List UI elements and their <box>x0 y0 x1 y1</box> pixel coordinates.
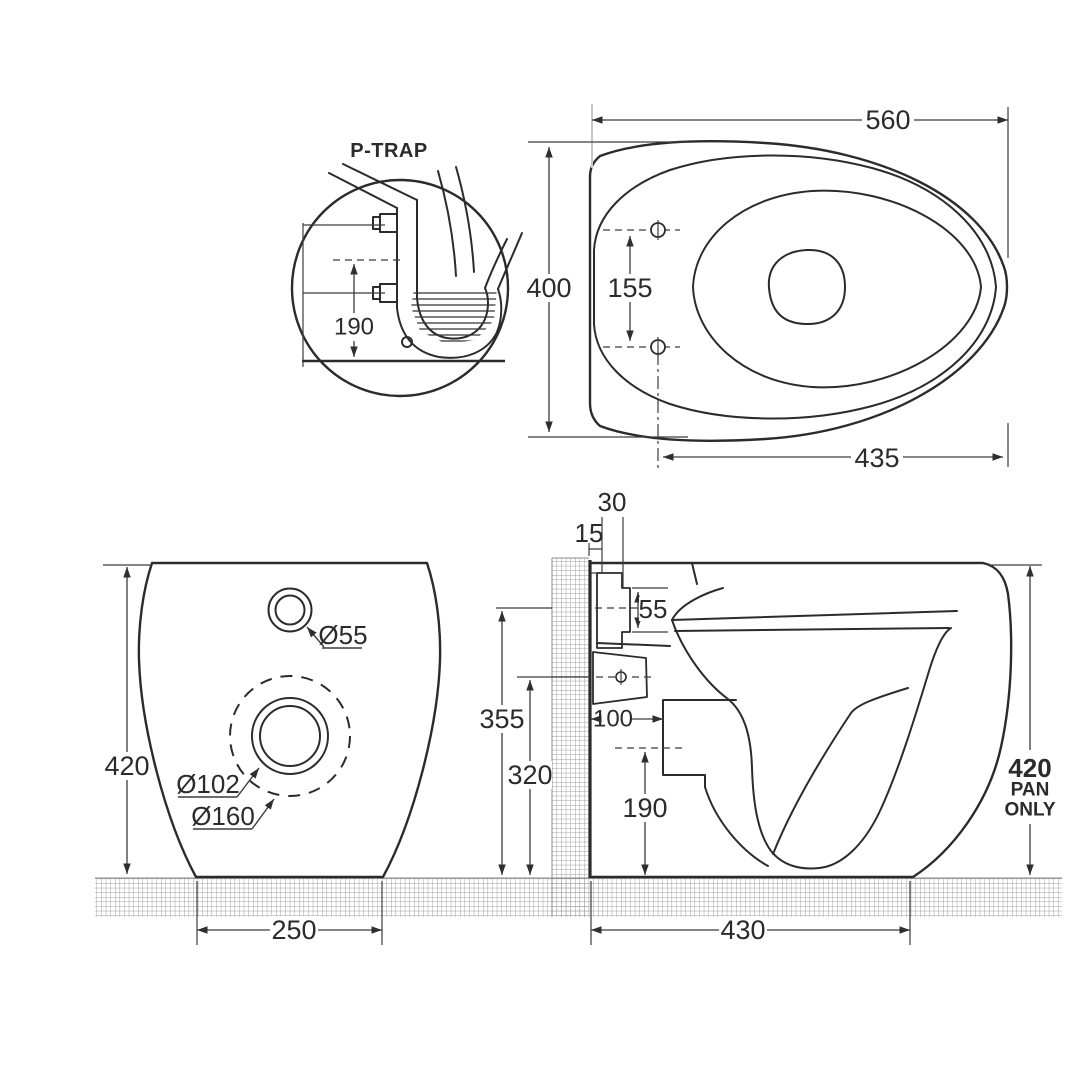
label-recess-dia-text: Ø160 <box>191 801 255 831</box>
dim-355-label: 355 <box>479 704 524 734</box>
side-view: 30 15 55 355 320 100 <box>479 487 1056 945</box>
side-view-pan-outline <box>588 561 1013 879</box>
side-view-bracket <box>592 651 648 705</box>
label-recess-dia: Ø160 <box>191 798 275 831</box>
top-view-pan-outline <box>588 140 1009 442</box>
dim-100: 100 <box>591 706 663 733</box>
dim-250: 250 <box>196 881 383 945</box>
side-view-bowl <box>671 619 952 870</box>
label-inlet-dia-text: Ø55 <box>318 620 367 650</box>
dim-420-rear: 420 <box>103 564 151 874</box>
dim-420-side-label: 420 <box>1008 753 1051 783</box>
dim-435-label: 435 <box>854 443 899 473</box>
label-outlet-dia-text: Ø102 <box>176 769 240 799</box>
top-view-rim-outer <box>593 154 997 420</box>
dim-320: 320 <box>507 680 553 875</box>
dim-15-label: 15 <box>575 518 604 548</box>
dim-400: 400 <box>523 141 688 438</box>
top-view-bowl-rim <box>692 189 982 389</box>
dim-560-label: 560 <box>865 105 910 135</box>
detail-dim-190-label: 190 <box>334 314 374 341</box>
dim-355: 355 <box>479 611 525 875</box>
dim-155: 155 <box>606 236 654 341</box>
dim-420-side: 420 PAN ONLY <box>988 564 1056 875</box>
dim-400-label: 400 <box>526 273 571 303</box>
label-inlet-dia: Ø55 <box>306 620 368 650</box>
rear-outlet-inner <box>259 705 321 767</box>
rear-outlet-outer <box>251 697 329 775</box>
dim-435: 435 <box>663 423 1009 473</box>
ptrap-detail-view: P-TRAP 190 <box>290 140 523 398</box>
rear-inlet-outer <box>267 587 313 633</box>
dim-190-side-label: 190 <box>622 793 667 823</box>
rear-view-pan-outline <box>137 561 442 879</box>
ptrap-title: P-TRAP <box>350 140 427 162</box>
dim-420-rear-label: 420 <box>104 751 149 781</box>
dim-30-label: 30 <box>598 487 627 517</box>
dim-55-label: 55 <box>639 594 668 624</box>
pan-note-line1: PAN <box>1011 780 1050 801</box>
side-view-trap-block <box>662 699 769 867</box>
pan-note-line2: ONLY <box>1004 800 1055 821</box>
ptrap-section <box>302 163 523 367</box>
rear-view: Ø55 Ø102 Ø160 420 250 <box>103 561 442 945</box>
dim-190-side: 190 <box>622 752 668 875</box>
rear-outlet-recess <box>229 675 351 797</box>
dim-155-label: 155 <box>607 273 652 303</box>
dim-30-15: 30 15 <box>575 487 627 588</box>
water-hatch <box>411 292 497 344</box>
top-view-water-spot <box>767 248 846 326</box>
detail-dim-190: 190 <box>334 264 374 357</box>
dim-100-label: 100 <box>593 706 633 733</box>
side-view-trap-weir <box>772 687 909 855</box>
dim-430: 430 <box>590 881 911 945</box>
dim-320-label: 320 <box>507 760 552 790</box>
top-view: 560 400 155 435 <box>523 104 1009 473</box>
dim-560: 560 <box>591 104 1009 258</box>
detail-circle <box>290 178 510 398</box>
label-outlet-dia: Ø102 <box>176 767 260 799</box>
dim-430-label: 430 <box>720 915 765 945</box>
dim-250-label: 250 <box>271 915 316 945</box>
rear-inlet-inner <box>274 594 306 626</box>
side-view-inlet-spigot <box>596 572 631 649</box>
wall-hatch <box>551 557 589 917</box>
dim-55: 55 <box>632 587 668 633</box>
